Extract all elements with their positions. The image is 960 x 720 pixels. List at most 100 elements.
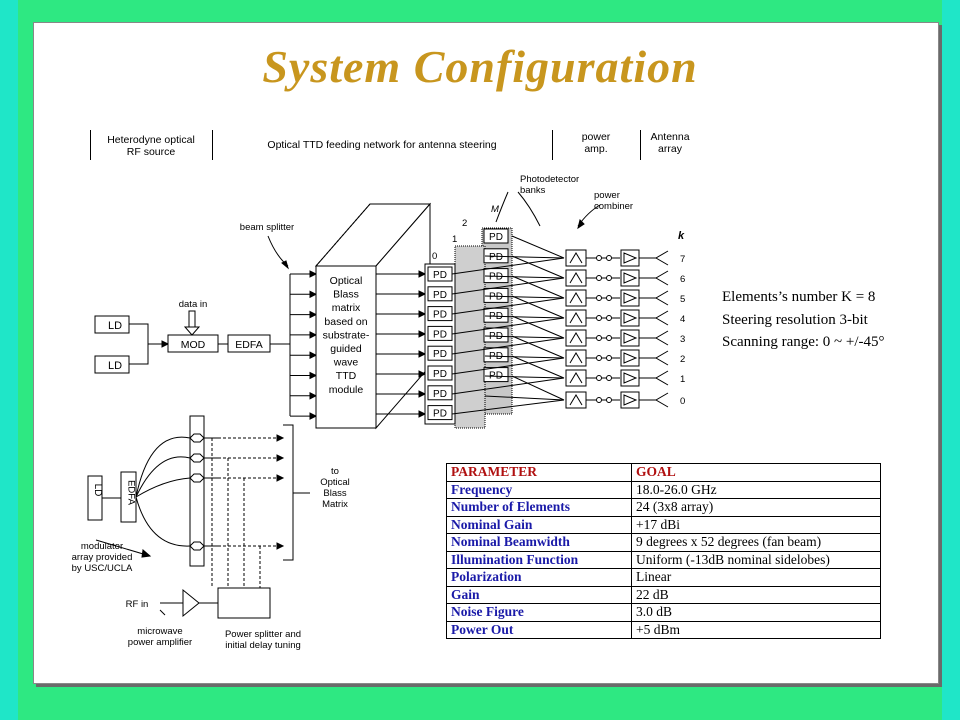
bank-index-2: 2 <box>462 218 467 229</box>
data-in-label: data in <box>179 299 208 310</box>
modulator-array <box>189 415 205 567</box>
pd-box <box>483 287 509 303</box>
pd-label: PD <box>433 389 447 400</box>
antenna-element <box>655 330 669 346</box>
note-resolution: Steering resolution 3-bit <box>722 311 868 328</box>
k-value: 4 <box>680 314 685 325</box>
parameter-cell: Nominal Gain <box>446 515 632 534</box>
right-border-stripe <box>942 0 960 720</box>
header-goal: GOAL <box>631 463 881 482</box>
pd-box <box>427 325 453 341</box>
left-border-stripe <box>0 0 18 720</box>
k-value: 7 <box>680 254 685 265</box>
edfa-vertical-label: EDFA <box>126 480 137 505</box>
goal-cell: Linear <box>631 568 881 587</box>
pd-label: PD <box>433 409 447 420</box>
antenna-element <box>655 310 669 326</box>
modulator-element <box>189 473 205 483</box>
header-divider <box>212 130 213 160</box>
goal-cell: 9 degrees x 52 degrees (fan beam) <box>631 533 881 552</box>
goal-cell: 18.0-26.0 GHz <box>631 480 881 499</box>
antenna-element <box>655 270 669 286</box>
pd-box <box>483 228 509 244</box>
header-heterodyne-source: Heterodyne optical RF source <box>107 134 195 158</box>
rf-in-label: RF in <box>126 599 149 610</box>
parameter-cell: Power Out <box>446 620 632 639</box>
pd-label: PD <box>433 329 447 340</box>
pd-bank-1 <box>454 245 486 429</box>
pd-box <box>427 345 453 361</box>
header-antenna-array: Antenna array <box>650 131 690 155</box>
pd-label: PD <box>433 369 447 380</box>
pd-box <box>483 268 509 284</box>
header-divider <box>640 130 641 160</box>
antenna-element <box>655 290 669 306</box>
slide-title: System Configuration <box>262 41 698 92</box>
pd-label: PD <box>489 291 503 302</box>
note-scanning: Scanning range: 0 ~ +/-45° <box>722 334 885 350</box>
specs-notes: Elements’s number K = 8 Steering resolut… <box>722 286 885 354</box>
beam-splitter-label: beam splitter <box>240 222 294 233</box>
parameter-cell: Gain <box>446 585 632 604</box>
bank-index-1: 1 <box>452 234 457 245</box>
parameter-cell: Polarization <box>446 568 632 587</box>
parameter-cell: Frequency <box>446 480 632 499</box>
parameter-cell: Nominal Beamwidth <box>446 533 632 552</box>
pd-label: PD <box>433 270 447 281</box>
table-header-row: PARAMETER GOAL <box>446 463 881 482</box>
ld-box-vertical <box>87 475 103 521</box>
k-value: 0 <box>680 396 685 407</box>
power-splitter-box <box>217 587 271 619</box>
header-divider <box>90 130 91 160</box>
note-elements: Elements’s number K = 8 <box>722 289 876 305</box>
k-value: 5 <box>680 294 685 305</box>
k-value: 2 <box>680 354 685 365</box>
table-row: Power Out+5 dBm <box>446 620 881 639</box>
blass-matrix-box <box>315 265 377 429</box>
edfa-label: EDFA <box>235 339 262 351</box>
header-parameter: PARAMETER <box>446 463 632 482</box>
pd-label: PD <box>489 232 503 243</box>
microwave-amplifier <box>182 588 200 618</box>
antenna-element <box>655 350 669 366</box>
antenna-element <box>655 250 669 266</box>
parameter-cell: Number of Elements <box>446 498 632 517</box>
goal-cell: 24 (3x8 array) <box>631 498 881 517</box>
ld-vertical-label: LD <box>92 484 103 497</box>
table-row: Nominal Gain+17 dBi <box>446 515 881 534</box>
k-value: 3 <box>680 334 685 345</box>
goal-cell: +5 dBm <box>631 620 881 639</box>
modulator-element <box>189 433 205 443</box>
goal-cell: Uniform (-13dB nominal sidelobes) <box>631 550 881 569</box>
goal-cell: +17 dBi <box>631 515 881 534</box>
parameter-cell: Illumination Function <box>446 550 632 569</box>
pd-label: PD <box>433 310 447 321</box>
pd-label: PD <box>433 349 447 360</box>
goal-cell: 3.0 dB <box>631 603 881 622</box>
bank-index-m: M <box>491 204 499 215</box>
pd-label: PD <box>433 290 447 301</box>
pd-box <box>427 365 453 381</box>
parameter-cell: Noise Figure <box>446 603 632 622</box>
pd-box <box>427 385 453 401</box>
header-ttd-network: Optical TTD feeding network for antenna … <box>267 139 497 151</box>
header-power-amp: power amp. <box>581 131 611 155</box>
mod-label: MOD <box>181 339 206 351</box>
antenna-element <box>655 370 669 386</box>
modulator-element <box>189 453 205 463</box>
pd-label: PD <box>489 272 503 283</box>
ld-label: LD <box>108 360 122 372</box>
k-label: k <box>678 230 685 242</box>
pd-box <box>427 405 453 421</box>
